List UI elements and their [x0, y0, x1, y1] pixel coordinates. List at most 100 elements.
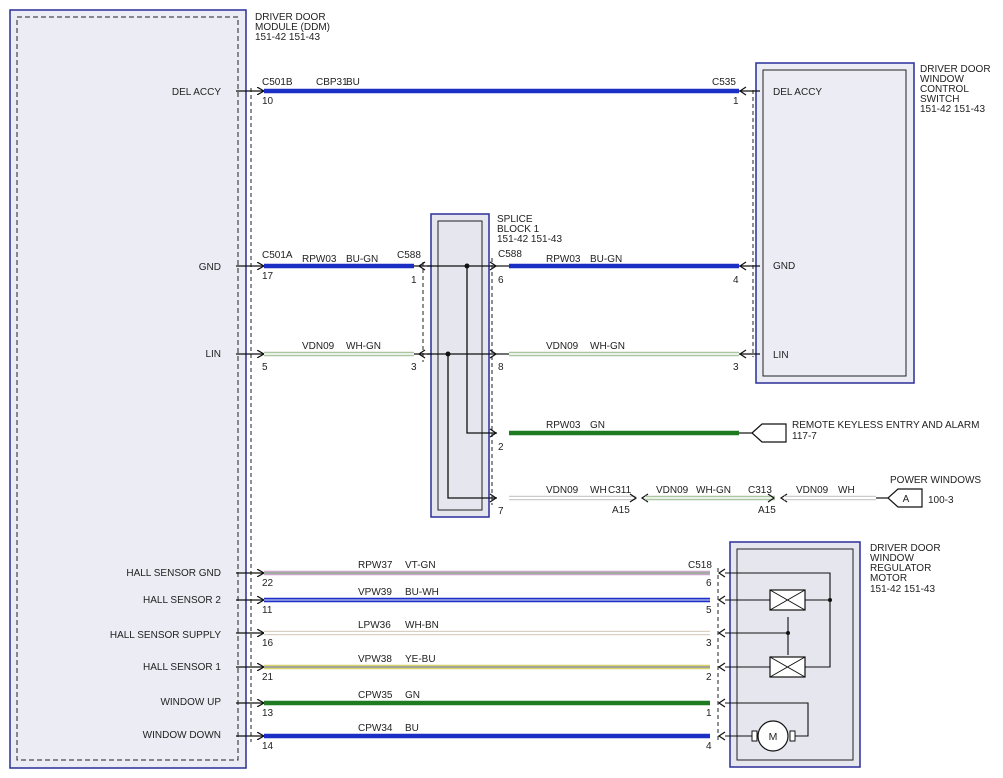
wire-vpw38: VPW38 YE-BU 21 2 [236, 654, 726, 683]
splice-block: SPLICE BLOCK 1 151-42 151-43 [427, 213, 562, 518]
color-cbp31: BU [346, 77, 360, 88]
circuit-vdn09-wh-2: VDN09 [796, 485, 829, 496]
color-vpw38: YE-BU [405, 654, 436, 665]
wire-vdn09-right: VDN09 WH-GN 8 3 [489, 341, 760, 373]
circuit-vpw39: VPW39 [358, 587, 392, 598]
wire-lpw36: LPW36 WH-BN 16 3 [236, 620, 726, 649]
circuit-cbp31: CBP31 [316, 77, 348, 88]
pin-c313-a15: A15 [758, 505, 776, 516]
wire-vdn09-left: VDN09 WH-GN 5 3 [236, 341, 432, 373]
pin-5: 5 [262, 362, 268, 373]
ddm-pin-hall-sensor-supply: HALL SENSOR SUPPLY [110, 630, 221, 641]
pin-21: 21 [262, 672, 274, 683]
switch-pin-del-accy: DEL ACCY [773, 87, 822, 98]
switch-module: DRIVER DOOR WINDOW CONTROL SWITCH 151-42… [755, 62, 991, 384]
pin-17: 17 [262, 271, 274, 282]
color-vdn09-wh-2: WH [838, 485, 855, 496]
conn-c501b: C501B [262, 77, 293, 88]
circuit-rpw03-left: RPW03 [302, 254, 337, 265]
pin-motor-5: 5 [706, 605, 712, 616]
conn-c518: C518 [688, 560, 712, 571]
pin-10: 10 [262, 96, 274, 107]
conn-c535: C535 [712, 77, 736, 88]
pin-13: 13 [262, 708, 274, 719]
switch-outline [755, 62, 915, 384]
circuit-vdn09-wh-1: VDN09 [546, 485, 579, 496]
ddm-pin-hall-sensor-1: HALL SENSOR 1 [143, 662, 221, 673]
circuit-vpw38: VPW38 [358, 654, 392, 665]
power-windows-label[interactable]: POWER WINDOWS [890, 475, 981, 486]
circuit-vdn09-right: VDN09 [546, 341, 579, 352]
ddm-title-line2: MODULE (DDM) [255, 22, 330, 33]
remote-keyless-label[interactable]: REMOTE KEYLESS ENTRY AND ALARM [792, 420, 979, 431]
pin-switch-4: 4 [733, 275, 739, 286]
splice-title-line2: BLOCK 1 [497, 224, 540, 235]
pin-switch-1: 1 [733, 96, 739, 107]
color-vdn09-right: WH-GN [590, 341, 625, 352]
color-vdn09-left: WH-GN [346, 341, 381, 352]
power-windows-page[interactable]: 100-3 [928, 495, 954, 506]
color-vpw39: BU-WH [405, 587, 439, 598]
wire-cpw35: CPW35 GN 13 1 [236, 690, 726, 719]
color-vdn09-wh-gn: WH-GN [696, 485, 731, 496]
conn-c313: C313 [748, 485, 772, 496]
ddm-pin-labels: DEL ACCY GND LIN HALL SENSOR GND HALL SE… [110, 87, 222, 741]
motor-inner-border [736, 548, 854, 761]
splice-gnd-bus [427, 265, 497, 434]
color-lpw36: WH-BN [405, 620, 439, 631]
color-cpw34: BU [405, 723, 419, 734]
ddm-outline [9, 9, 247, 769]
wire-rpw03-left: C501A 17 RPW03 BU-GN C588 1 [236, 250, 432, 286]
ddm-module: DRIVER DOOR MODULE (DDM) 151-42 151-43 [9, 9, 330, 769]
wire-cbp31: C501B 10 CBP31 BU C535 1 [236, 77, 760, 107]
pin-motor-1: 1 [706, 708, 712, 719]
circuit-cpw35: CPW35 [358, 690, 393, 701]
conn-c501a: C501A [262, 250, 293, 261]
color-rpw37: VT-GN [405, 560, 436, 571]
ddm-pin-hall-sensor-gnd: HALL SENSOR GND [126, 568, 221, 579]
ddm-pin-lin: LIN [205, 349, 221, 360]
motor-title-line1: DRIVER DOOR [870, 543, 941, 554]
color-rpw03-right: BU-GN [590, 254, 622, 265]
wire-rpw37: RPW37 VT-GN 22 C518 6 [236, 560, 726, 589]
color-vdn09-wh-1: WH [590, 485, 607, 496]
color-rpw03-left: BU-GN [346, 254, 378, 265]
splice-outline [430, 213, 490, 518]
circuit-lpw36: LPW36 [358, 620, 391, 631]
switch-title-line4: SWITCH [920, 94, 959, 105]
splice-title-line3: 151-42 151-43 [497, 234, 562, 245]
pin-splice-2: 2 [498, 442, 504, 453]
motor-module: DRIVER DOOR WINDOW REGULATOR MOTOR 151-4… [725, 541, 941, 768]
switch-title-line2: WINDOW [920, 74, 964, 85]
conn-c588-left: C588 [397, 250, 421, 261]
circuit-rpw03-gn: RPW03 [546, 420, 581, 431]
switch-pin-lin: LIN [773, 350, 789, 361]
conn-c588-right: C588 [498, 249, 522, 260]
pin-splice-6: 6 [498, 275, 504, 286]
switch-inner-border [762, 69, 907, 377]
ddm-pin-hall-sensor-2: HALL SENSOR 2 [143, 595, 221, 606]
wire-cpw34: CPW34 BU 14 4 [236, 723, 726, 752]
motor-symbol: M [769, 731, 778, 743]
remote-keyless-page[interactable]: 117-7 [792, 431, 817, 442]
switch-title-line5: 151-42 151-43 [920, 104, 985, 115]
color-rpw03-gn: GN [590, 420, 605, 431]
switch-pin-gnd: GND [773, 261, 795, 272]
pin-splice-8: 8 [498, 362, 504, 373]
ddm-pin-window-up: WINDOW UP [160, 697, 221, 708]
pin-splice-7: 7 [498, 506, 504, 517]
pin-motor-2: 2 [706, 672, 712, 683]
circuit-rpw37: RPW37 [358, 560, 393, 571]
pin-switch-3: 3 [733, 362, 739, 373]
splice-inner-border [437, 220, 483, 511]
circuit-rpw03-right: RPW03 [546, 254, 581, 265]
color-cpw35: GN [405, 690, 420, 701]
motor-icon: M [751, 720, 796, 752]
motor-outline [729, 541, 861, 768]
motor-title-line5: 151-42 151-43 [870, 584, 935, 595]
power-windows-ref-icon [887, 488, 923, 508]
wire-vpw39: VPW39 BU-WH 11 5 [236, 587, 726, 616]
ddm-title-line1: DRIVER DOOR [255, 12, 326, 23]
pin-splice-1: 1 [411, 275, 417, 286]
pin-motor-4: 4 [706, 741, 712, 752]
